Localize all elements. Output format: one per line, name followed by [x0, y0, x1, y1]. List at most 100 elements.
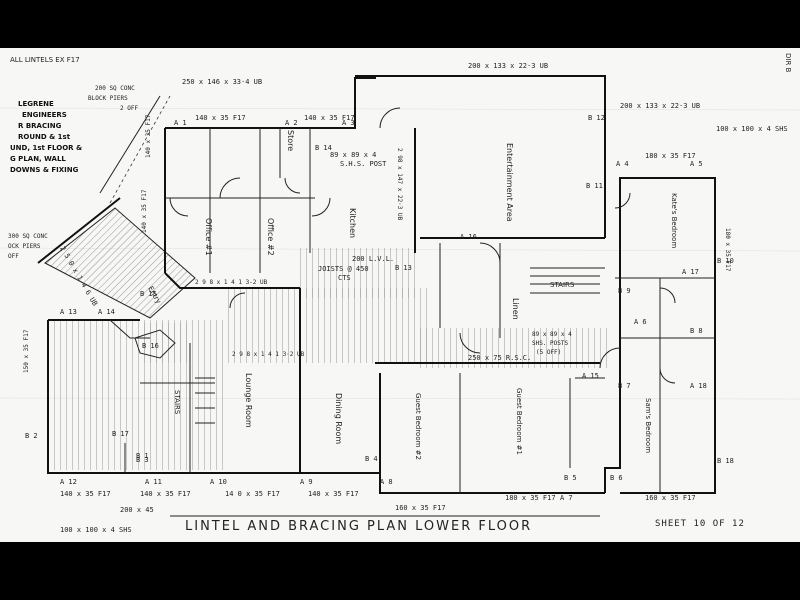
note-block-piers-top-2: BLOCK PIERS [88, 95, 128, 102]
marker-a12: A 12 [60, 478, 77, 486]
marker-b8: B 8 [690, 327, 703, 335]
beam-bot-a5: 160 x 35 F17 [645, 494, 696, 502]
marker-b9: B 9 [618, 287, 631, 295]
note-block-piers-left-3: OFF [8, 253, 19, 260]
note-shs-post: S.H.S. POST [340, 160, 387, 168]
beam-bot-a9: 140 x 35 F17 [308, 490, 359, 498]
marker-a17: A 17 [682, 268, 699, 276]
beam-vert-office: 140 x 35 F17 [145, 114, 152, 158]
note-joists-2: CTS [338, 274, 351, 282]
room-kitchen: Kitchen [348, 208, 357, 238]
marker-b13: B 13 [395, 264, 412, 272]
room-kates: Kate's Bedroom [670, 193, 678, 248]
diagonal-wing [37, 95, 196, 319]
room-lounge: Lounge Room [244, 373, 253, 428]
marker-b3: B 3 [136, 456, 149, 464]
room-store: Store [286, 130, 295, 151]
marker-a9: A 9 [300, 478, 313, 486]
beam-bot-a7: 180 x 35 F17 [505, 494, 556, 502]
beam-bot-a12: 140 x 35 F17 [60, 490, 111, 498]
note-lvl: 200 L.V.L. [352, 255, 394, 263]
stair-treads [195, 275, 600, 424]
marker-a14: A 14 [98, 308, 115, 316]
note-shs-posts-2: SHS. POSTS [532, 340, 569, 347]
marker-a13: A 13 [60, 308, 77, 316]
marker-b10: B 10 [717, 257, 734, 265]
marker-b12: B 12 [588, 114, 605, 122]
engineer-line: UND, 1st FLOOR & [10, 144, 82, 152]
engineer-line: LEGRENE [18, 100, 54, 108]
room-office1: Office #1 [204, 218, 213, 256]
beam-a1: 140 x 35 F17 [195, 114, 246, 122]
room-office2: Office #2 [266, 218, 275, 256]
marker-b18: B 18 [717, 457, 734, 465]
floor-plan-drawing: Entertainment Area Store Office #1 Offic… [0, 53, 800, 534]
marker-a15: A 15 [582, 372, 599, 380]
beam-ub-mid: 2 9 8 x 1 4 1 3-2 UB [195, 279, 268, 286]
marker-a2: A 2 [285, 119, 298, 127]
marker-a4: A 4 [616, 160, 629, 168]
marker-b16: B 16 [142, 342, 159, 350]
marker-b6: B 6 [610, 474, 623, 482]
note-top-left-header: ALL LINTELS EX F17 [10, 56, 80, 64]
plan-sheet: Entertainment Area Store Office #1 Offic… [0, 48, 800, 542]
marker-a8: A 8 [380, 478, 393, 486]
beam-vert-far-left: 150 x 35 F17 [23, 329, 30, 373]
marker-b2: B 2 [25, 432, 38, 440]
room-stairs-left: STAIRS [173, 390, 181, 415]
room-guest1: Guest Bedroom #1 [515, 388, 523, 455]
beam-100-right: 100 x 100 x 4 SHS [716, 125, 788, 133]
engineer-notes: LEGRENE ENGINEERS R BRACING ROUND & 1st … [10, 100, 82, 174]
note-shs-posts-3: (5 OFF) [536, 349, 561, 356]
marker-b11: B 11 [586, 182, 603, 190]
beam-vert-kitchen: 2 98 x 147 x 22·3 UB [396, 148, 403, 221]
sheet-number: SHEET 10 OF 12 [655, 519, 745, 529]
beam-a6: 180 x 35 F17 [645, 152, 696, 160]
note-two-off: 2 OFF [120, 105, 138, 112]
note-dir-b: DIR B [784, 53, 792, 73]
note-block-piers-left: 300 SQ CONC [8, 233, 48, 240]
beam-140-top2: 140 x 35 F17 [304, 114, 355, 122]
outer-walls [47, 75, 716, 494]
note-block-piers-left-2: OCK PIERS [8, 243, 41, 250]
beam-bot-200: 200 x 45 [120, 506, 154, 514]
marker-b14: B 14 [315, 144, 332, 152]
engineer-line: ENGINEERS [22, 111, 67, 119]
marker-a6: A 6 [634, 318, 647, 326]
marker-a1: A 1 [174, 119, 187, 127]
beam-rsc: 250 x 75 R.S.C. [468, 354, 531, 362]
marker-b1: B 1 [136, 452, 149, 460]
room-linen: Linen [511, 298, 520, 320]
note-shs-posts: 89 x 89 x 4 [532, 331, 572, 338]
marker-a3: A 3 [342, 119, 355, 127]
marker-a18: A 18 [690, 382, 707, 390]
marker-a5: A 5 [690, 160, 703, 168]
room-entertainment: Entertainment Area [505, 143, 514, 222]
marker-a7: A 7 [560, 494, 573, 502]
marker-a10: A 10 [210, 478, 227, 486]
hatched-floors [48, 248, 610, 470]
beam-ub-lower: 2 9 8 x 1 4 1 3·2 UB [232, 351, 305, 358]
note-joists: JOISTS @ 450 [318, 265, 369, 273]
marker-a11: A 11 [145, 478, 162, 486]
beam-200-right: 200 x 133 x 22·3 UB [620, 102, 700, 110]
marker-b5: B 5 [564, 474, 577, 482]
beam-bot-a11: 140 x 35 F17 [140, 490, 191, 498]
door-swings [169, 107, 676, 384]
room-guest2: Guest Bedroom #2 [414, 393, 422, 460]
room-stairs-right: STAIRS [550, 281, 575, 289]
beam-vert-left: 140 x 35 F17 [141, 189, 148, 233]
marker-a16: A 16 [460, 233, 477, 241]
beam-89: 89 x 89 x 4 [330, 151, 376, 159]
room-dining: Dining Room [334, 393, 343, 444]
note-block-piers-top: 200 SQ CONC [95, 85, 135, 92]
marker-b4: B 4 [365, 455, 378, 463]
engineer-line: R BRACING [18, 122, 62, 130]
markers: A 1 A 2 A 3 A 4 A 5 A 6 A 7 A 8 A 9 A 10… [25, 114, 734, 502]
engineer-line: DOWNS & FIXING [10, 166, 79, 174]
beam-bot-a10: 14 0 x 35 F17 [225, 490, 280, 498]
sheet-title: LINTEL AND BRACING PLAN LOWER FLOOR [185, 519, 532, 534]
beam-bot-left: 100 x 100 x 4 SHS [60, 526, 132, 534]
room-sams: Sam's Bedroom [644, 398, 652, 453]
